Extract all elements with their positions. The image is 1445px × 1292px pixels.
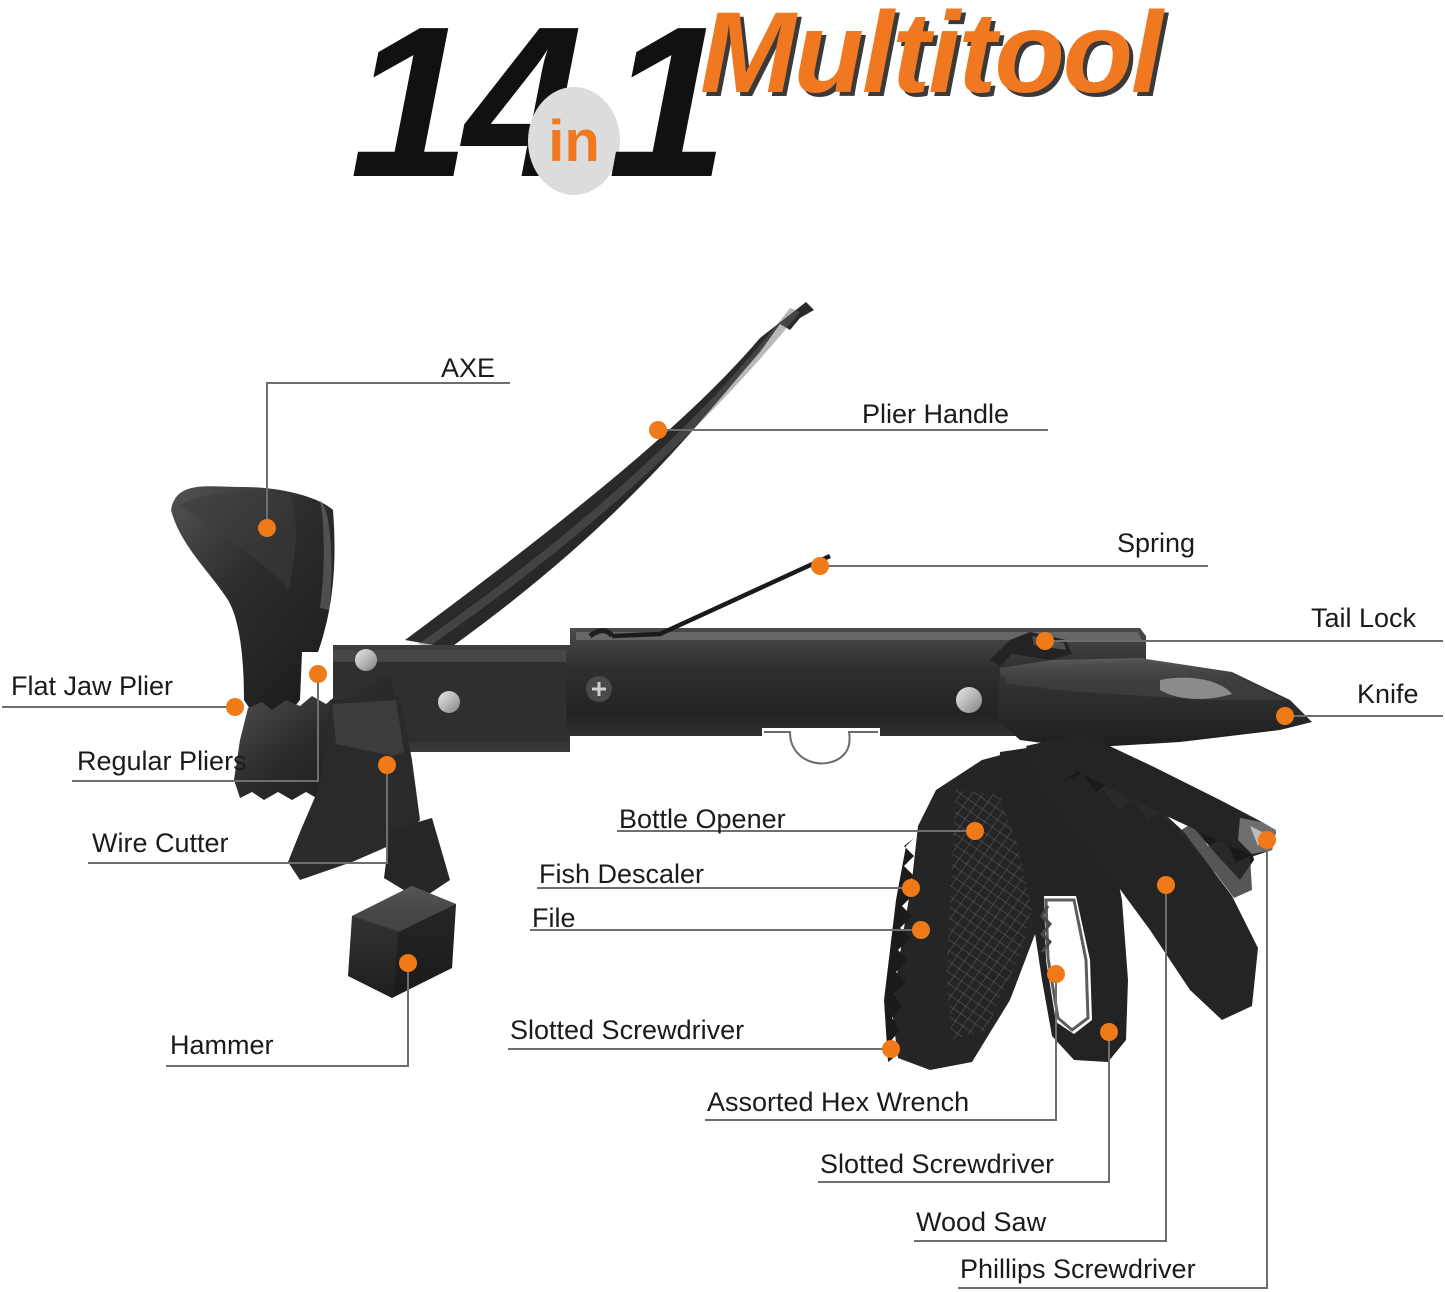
- callout-label-plier-handle: Plier Handle: [862, 399, 1010, 429]
- callout-label-knife: Knife: [1357, 679, 1419, 709]
- callout-label-phillips-screwdriver: Phillips Screwdriver: [960, 1254, 1196, 1284]
- callout-label-bottle-opener: Bottle Opener: [619, 804, 786, 834]
- callout-label-wire-cutter: Wire Cutter: [92, 828, 229, 858]
- callout-label-axe: AXE: [441, 353, 496, 383]
- callout-label-regular-pliers: Regular Pliers: [77, 746, 247, 776]
- leader-lines: [2, 382, 1443, 1289]
- title-product-word: Multitool: [700, 0, 1163, 117]
- callout-label-tail-lock: Tail Lock: [1311, 603, 1417, 633]
- title-separator-in: in: [548, 108, 600, 174]
- callout-dots: [226, 421, 1294, 1058]
- callout-label-file: File: [532, 903, 576, 933]
- knife-blade: [998, 658, 1312, 748]
- callout-label-slotted-screwdriver-bottom: Slotted Screwdriver: [820, 1149, 1055, 1179]
- in-badge-circle: [528, 87, 620, 195]
- axe-head-shape: [171, 486, 335, 712]
- callout-label-flat-jaw-plier: Flat Jaw Plier: [11, 671, 174, 701]
- plier-handle-shape: [405, 302, 814, 648]
- rivets: [355, 649, 982, 713]
- spring-wire: [588, 553, 831, 639]
- callout-label-slotted-screwdriver-left: Slotted Screwdriver: [510, 1015, 745, 1045]
- callout-label-assorted-hex-wrench: Assorted Hex Wrench: [707, 1087, 970, 1117]
- callout-label-spring: Spring: [1117, 528, 1196, 558]
- title-block: 14 in 1 Multitool: [0, 0, 1445, 215]
- callout-label-wood-saw: Wood Saw: [916, 1207, 1047, 1237]
- callout-label-fish-descaler: Fish Descaler: [539, 859, 705, 889]
- callout-label-hammer: Hammer: [170, 1030, 274, 1060]
- title-number-1: 1: [608, 0, 728, 222]
